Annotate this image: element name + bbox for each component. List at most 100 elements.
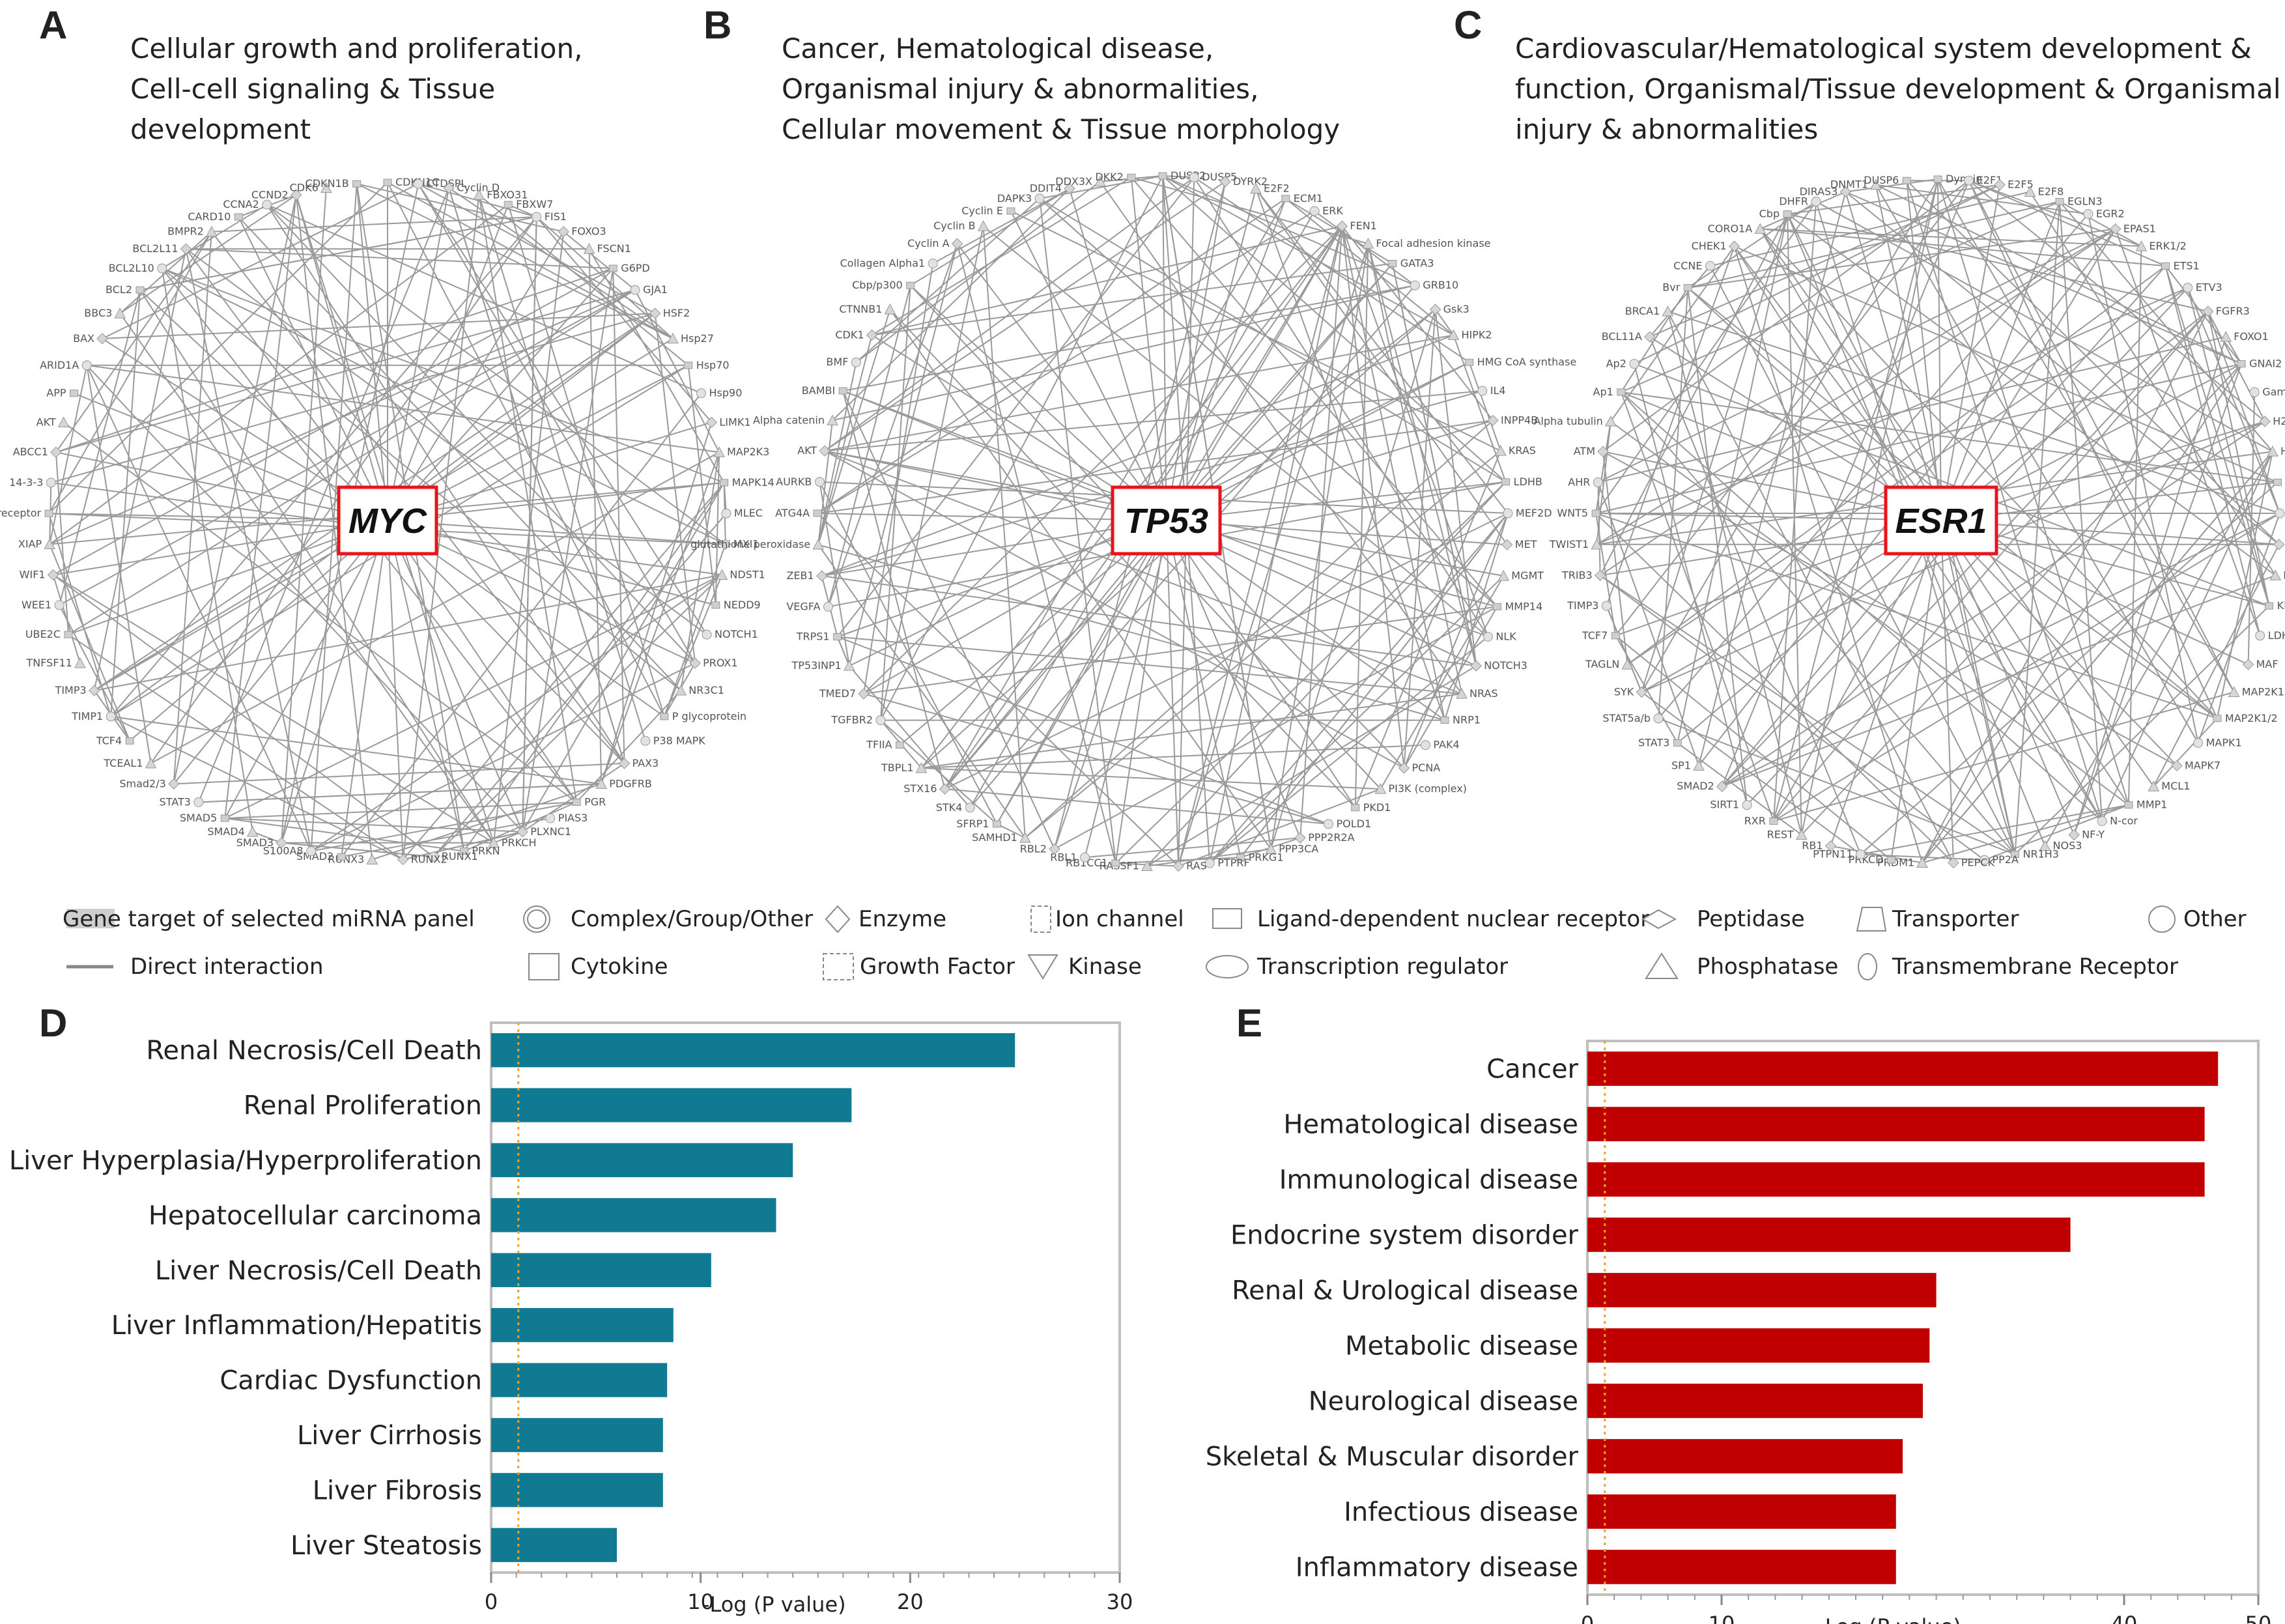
- network-node: [2242, 659, 2254, 670]
- network-node: [813, 509, 822, 517]
- network-node-label: TGFBR2: [830, 714, 873, 726]
- direct-interaction-legend-icon: [66, 965, 113, 969]
- edge: [48, 182, 388, 514]
- network-node: [106, 711, 116, 722]
- network-node-label: P glycoprotein: [672, 710, 746, 722]
- network-node-label: TIMP3: [55, 684, 87, 696]
- edge: [1667, 311, 1954, 863]
- hub-edge: [1165, 520, 1405, 769]
- network-node: [2265, 602, 2274, 610]
- network-node-label: Cbp: [1759, 208, 1780, 220]
- network-node-label: SIRT1: [1710, 799, 1739, 811]
- legend-label-kinase: Kinase: [1068, 954, 1142, 980]
- network-node: [640, 735, 651, 746]
- edge: [110, 716, 404, 861]
- network-node-label: FBXW7: [516, 198, 553, 210]
- legend-label-transmembrane-receptor: Transmembrane Receptor: [1892, 954, 2178, 980]
- network-node: [1265, 843, 1277, 854]
- edge: [848, 243, 958, 666]
- network-node: [814, 477, 825, 487]
- edge: [59, 289, 636, 606]
- edge: [2073, 363, 2243, 835]
- edge: [1734, 246, 2278, 483]
- peptidase-legend-icon: [1641, 909, 1677, 930]
- edge: [402, 482, 725, 861]
- edge: [889, 309, 1271, 849]
- edge: [418, 183, 537, 218]
- network-node-label: CORO1A: [1708, 222, 1753, 235]
- network-node-label: SMAD2: [1677, 780, 1714, 792]
- category-label: Immunological disease: [1279, 1165, 1578, 1195]
- category-label: Renal & Urological disease: [1232, 1276, 1578, 1306]
- network-node: [205, 225, 218, 237]
- edge: [110, 216, 537, 717]
- hub-edge: [1165, 520, 1301, 838]
- edge: [2164, 266, 2261, 636]
- hub-edge: [1940, 184, 2001, 521]
- network-node: [1629, 359, 1639, 369]
- network-node: [1049, 843, 1060, 855]
- edge: [266, 204, 625, 764]
- network-node: [977, 220, 989, 231]
- edge: [1380, 575, 1505, 790]
- network-node-label: FBXO31: [487, 188, 528, 201]
- edge: [1773, 691, 2234, 822]
- network-node-label: SAMHD1: [972, 831, 1017, 844]
- edge: [1255, 188, 1508, 545]
- edge: [1596, 421, 1611, 545]
- hub-edge: [356, 184, 388, 521]
- network-node: [1887, 856, 1895, 864]
- edge: [55, 268, 614, 453]
- network-a: CDKN1CCTDSPLCyclin DFBXO31FBXW7FIS1FOXO3…: [0, 176, 774, 866]
- panel-letter-e: E: [1236, 1001, 1263, 1045]
- category-label: Liver Necrosis/Cell Death: [155, 1256, 482, 1286]
- network-node: [1742, 800, 1752, 810]
- edge: [1610, 246, 1735, 422]
- network-node: [2171, 760, 2183, 772]
- network-node-label: IL4: [1490, 384, 1506, 397]
- network-node: [1597, 446, 1609, 457]
- network-node: [675, 684, 687, 696]
- network-node: [96, 333, 108, 345]
- network-node: [1594, 569, 1606, 582]
- network-node: [1470, 660, 1482, 672]
- network-node-label: S100A8: [263, 845, 304, 857]
- hub-edge: [910, 285, 1167, 521]
- edge: [1787, 213, 2276, 577]
- bar: [491, 1417, 663, 1453]
- hub-edge: [817, 512, 1167, 521]
- network-node-label: NRAS: [1469, 687, 1498, 700]
- network-node: [1673, 739, 1682, 747]
- category-label: Liver Inflammation/Hepatitis: [111, 1311, 482, 1341]
- network-node-label: GRB10: [1423, 279, 1458, 291]
- network-node: [965, 803, 975, 813]
- network-node-label: G6PD: [621, 262, 650, 274]
- network-node-label: MMP14: [1505, 600, 1543, 612]
- network-node-label: BAMBI: [802, 384, 835, 397]
- network-node: [57, 416, 70, 427]
- network-node: [459, 848, 468, 855]
- network-node: [44, 509, 53, 517]
- network-node-label: Bvr: [1662, 281, 1680, 294]
- edge: [173, 231, 212, 784]
- tick-label: 0: [1581, 1612, 1594, 1624]
- network-node-label: FIS1: [545, 210, 567, 223]
- network-node-label: 14-3-3: [9, 476, 43, 489]
- network-node-label: PKD1: [1363, 801, 1391, 814]
- network-node-label: STAT3: [160, 796, 191, 808]
- edge: [1178, 225, 1343, 866]
- edge: [1641, 178, 1938, 693]
- hub-edge: [1940, 520, 2129, 806]
- network-node-label: CARD10: [188, 210, 231, 223]
- network-node-label: FOXO3: [571, 225, 606, 238]
- hub-edge: [1787, 214, 1942, 521]
- network-node-label: PCNA: [1412, 762, 1441, 774]
- network-b-title: Cancer, Hematological disease, Organisma…: [782, 33, 1341, 145]
- network-node: [234, 213, 243, 221]
- network-node: [397, 853, 409, 866]
- network-node-label: CDK6: [290, 182, 319, 194]
- network-node: [1644, 331, 1656, 343]
- network-node: [1902, 177, 1911, 184]
- network-node-label: Gamma tubulin: [2262, 386, 2285, 398]
- network-node-label: MLEC: [734, 507, 763, 519]
